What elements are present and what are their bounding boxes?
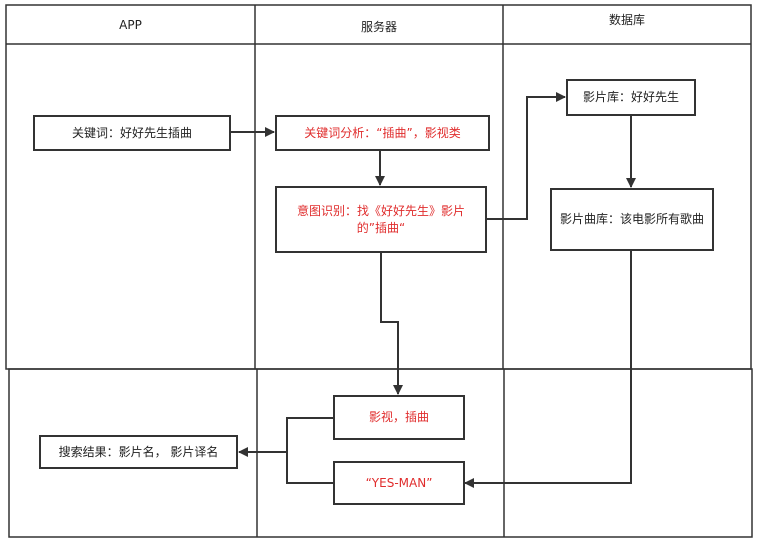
edge-song-db-to-yes-man xyxy=(464,251,632,488)
lane-title-database: 数据库 xyxy=(608,13,645,27)
song-db-node: 影片曲库：该电影所有歌曲 xyxy=(550,188,714,251)
intent-recognition-node: 意图识别：找《好好先生》影片的”插曲“ xyxy=(275,186,487,253)
video-song-node: 影视，插曲 xyxy=(333,395,465,440)
lane-title-app: APP xyxy=(119,18,142,32)
edge-merge-bracket xyxy=(286,417,333,484)
keyword-analysis-node: 关键词分析：“插曲”，影视类 xyxy=(275,115,490,151)
edge-intent-to-film-db xyxy=(487,92,566,220)
lane-title-server: 服务器 xyxy=(360,20,397,34)
lane-grid xyxy=(5,4,753,538)
search-result-node: 搜索结果：影片名， 影片译名 xyxy=(39,435,238,469)
film-db-node: 影片库：好好先生 xyxy=(566,79,696,116)
bottom-pool-border xyxy=(8,368,753,538)
keyword-node: 关键词：好好先生插曲 xyxy=(33,115,231,151)
yes-man-node: “YES-MAN” xyxy=(333,461,465,505)
edge-intent-to-video-song xyxy=(380,253,403,395)
